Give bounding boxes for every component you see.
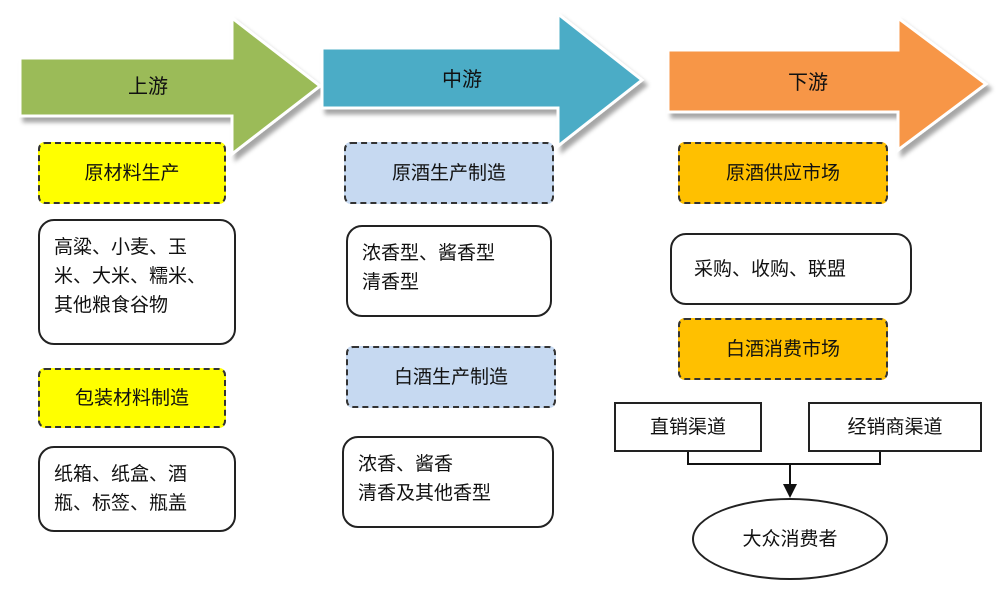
raw-material-line-1: 高粱、小麦、玉 — [54, 236, 188, 258]
baijiu-line-2: 清香及其他香型 — [358, 482, 492, 504]
baijiu-production-box: 白酒生产制造 — [346, 346, 556, 408]
direct-channel-box: 直销渠道 — [614, 402, 762, 452]
distributor-channel-label: 经销商渠道 — [847, 415, 943, 438]
channel-connector — [687, 452, 881, 486]
consumers-label: 大众消费者 — [742, 527, 838, 550]
raw-material-title: 原材料生产 — [84, 161, 180, 184]
packaging-items-box: 纸箱、纸盒、酒 瓶、标签、瓶盖 — [38, 446, 236, 532]
base-liquor-title: 原酒生产制造 — [391, 161, 506, 184]
base-liquor-line-1: 浓香型、酱香型 — [362, 242, 496, 264]
direct-channel-label: 直销渠道 — [649, 415, 726, 438]
consumer-market-title: 白酒消费市场 — [725, 337, 840, 360]
base-liquor-items-box: 浓香型、酱香型 清香型 — [346, 225, 552, 317]
base-liquor-box: 原酒生产制造 — [344, 142, 554, 204]
supply-market-items: 采购、收购、联盟 — [694, 257, 847, 280]
downstream-label: 下游 — [788, 70, 828, 94]
supply-market-items-box: 采购、收购、联盟 — [670, 233, 912, 305]
consumer-market-box: 白酒消费市场 — [678, 318, 888, 380]
raw-material-line-2: 米、大米、糯米、 — [54, 265, 207, 287]
packaging-line-1: 纸箱、纸盒、酒 — [54, 463, 188, 485]
downstream-arrow — [666, 15, 989, 153]
packaging-title: 包装材料制造 — [74, 386, 189, 409]
raw-material-items-box: 高粱、小麦、玉 米、大米、糯米、 其他粮食谷物 — [38, 219, 236, 345]
distributor-channel-box: 经销商渠道 — [808, 402, 982, 452]
midstream-label: 中游 — [442, 67, 482, 91]
baijiu-items-box: 浓香、酱香 清香及其他香型 — [342, 436, 554, 528]
consumers-ellipse: 大众消费者 — [692, 498, 888, 580]
packaging-line-2: 瓶、标签、瓶盖 — [54, 492, 188, 514]
midstream-arrow — [320, 10, 645, 150]
baijiu-line-1: 浓香、酱香 — [358, 453, 454, 475]
base-liquor-line-2: 清香型 — [362, 271, 420, 293]
supply-market-title: 原酒供应市场 — [725, 161, 840, 184]
upstream-label: 上游 — [128, 74, 168, 98]
packaging-box: 包装材料制造 — [38, 368, 226, 428]
supply-market-box: 原酒供应市场 — [678, 142, 888, 204]
raw-material-line-3: 其他粮食谷物 — [54, 294, 169, 316]
raw-material-box: 原材料生产 — [38, 142, 226, 204]
upstream-arrow — [18, 14, 323, 158]
baijiu-production-title: 白酒生产制造 — [393, 365, 508, 388]
connector-arrowhead — [783, 484, 797, 498]
